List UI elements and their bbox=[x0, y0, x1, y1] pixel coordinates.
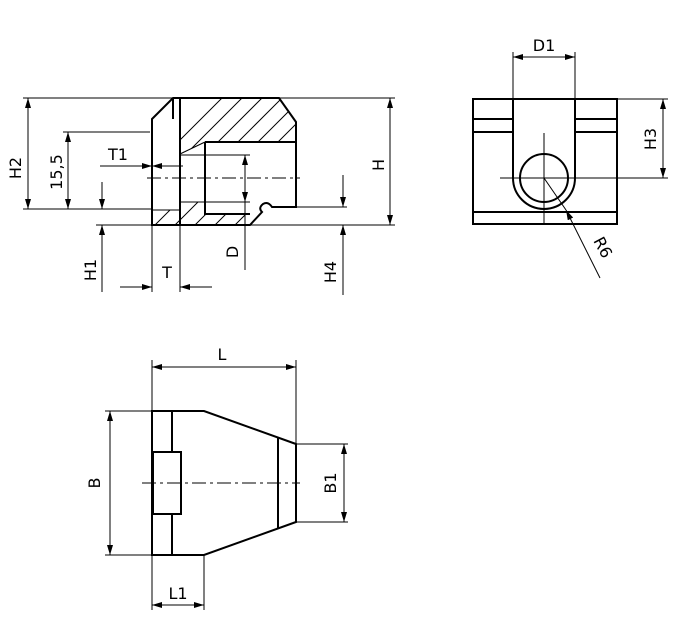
label-d: D bbox=[223, 246, 242, 258]
bore bbox=[204, 141, 296, 215]
label-t1: T1 bbox=[107, 145, 128, 164]
label-l: L bbox=[218, 345, 227, 364]
label-b: B bbox=[85, 478, 104, 489]
label-l1: L1 bbox=[168, 584, 187, 603]
part-outline bbox=[151, 97, 297, 226]
label-t: T bbox=[161, 263, 172, 282]
label-r6: R6 bbox=[589, 234, 616, 262]
label-d1: D1 bbox=[533, 36, 556, 55]
label-h2: H2 bbox=[6, 157, 25, 179]
side-view: D1 H3 R6 bbox=[472, 36, 668, 279]
r6-leader bbox=[565, 209, 601, 279]
label-b1: B1 bbox=[321, 472, 340, 493]
label-h: H bbox=[369, 159, 388, 171]
front-section-view: H2 15,5 T1 H1 T D H4 H bbox=[6, 97, 395, 295]
label-h4: H4 bbox=[321, 261, 340, 283]
label-h1: H1 bbox=[81, 259, 100, 281]
label-15-5: 15,5 bbox=[47, 154, 66, 190]
label-h3: H3 bbox=[641, 128, 660, 150]
top-view: L B B1 L1 bbox=[85, 345, 348, 610]
